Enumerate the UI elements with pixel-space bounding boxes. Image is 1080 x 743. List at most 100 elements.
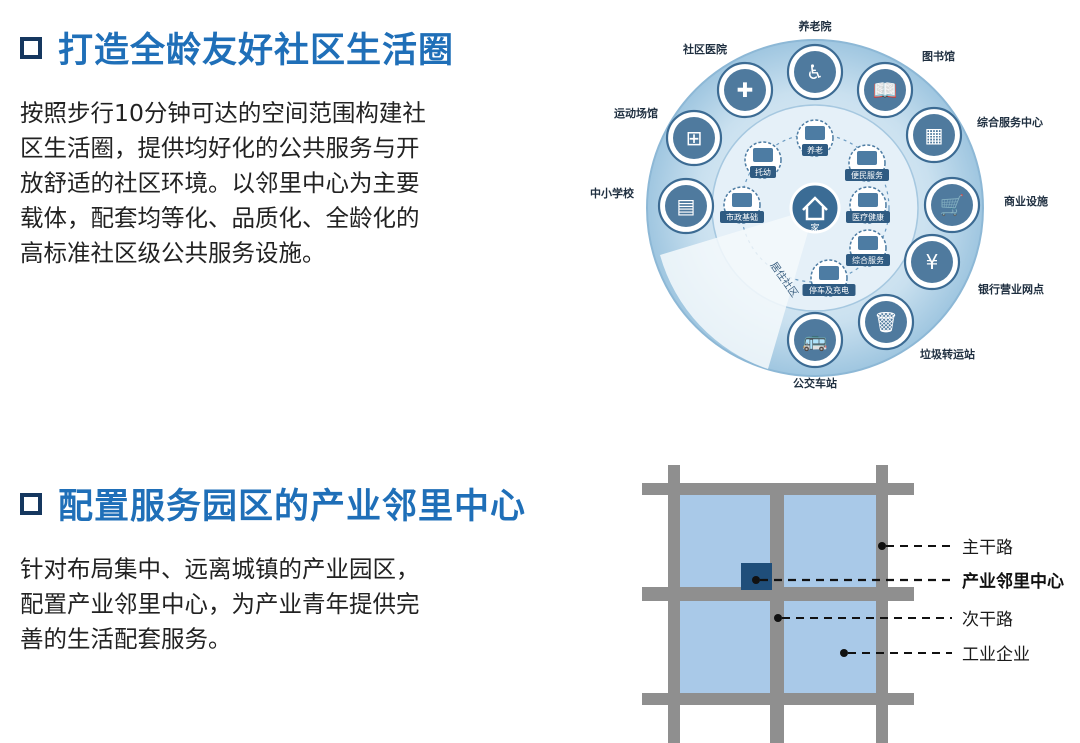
inner-label-tag [802, 144, 828, 156]
block-bottom-left [680, 601, 770, 693]
marker-dot [774, 614, 782, 622]
marker-dot [752, 576, 760, 584]
inner-service-label: 养老 [807, 145, 823, 155]
block-top-left [680, 495, 770, 587]
label-secondary-road: 次干路 [962, 610, 1013, 630]
inner-label-tag [750, 166, 776, 178]
outer-icon-circle [716, 61, 774, 119]
outer-icon-fill [865, 301, 907, 343]
outer-facility-label: 图书馆 [922, 49, 955, 63]
inner-service-icon [858, 193, 878, 207]
main-road-vertical-left [668, 465, 680, 743]
block-bottom-right [784, 601, 876, 693]
center-label: 家 [810, 222, 819, 234]
inner-icon-circle [849, 229, 887, 267]
house-icon [802, 196, 828, 221]
label-industrial-center: 产业邻里中心 [962, 571, 1064, 592]
inner-service-icon [858, 236, 878, 250]
main-road-horizontal-bottom [642, 693, 914, 705]
outer-icon-circle [786, 311, 844, 369]
section-title-text: 配置服务园区的产业邻里中心 [58, 487, 527, 527]
inner-service-label: 综合服务 [852, 255, 884, 265]
inner-service-label: 市政基础 [726, 212, 758, 222]
outer-facility-label: 中小学校 [590, 186, 635, 200]
label-industrial-enterprise: 工业企业 [962, 645, 1030, 665]
paragraph-line: 善的生活配套服务。 [20, 625, 232, 653]
outer-icon-fill [665, 185, 707, 227]
inner-service-label: 托幼 [755, 167, 771, 177]
residential-sector [660, 208, 815, 369]
bus-icon: 🚌 [803, 328, 828, 352]
paragraph-line: 放舒适的社区环境。以邻里中心为主要 [20, 169, 420, 197]
trash-icon: 🗑 [873, 310, 898, 334]
outer-facility-label: 养老院 [798, 19, 832, 33]
sports-field-icon: ⊞ [686, 126, 703, 150]
main-road-vertical-right [876, 465, 888, 743]
outer-circle [646, 39, 984, 377]
inner-icon-circle [796, 119, 834, 157]
inner-label-tag [845, 169, 889, 181]
section-title-text: 打造全龄友好社区生活圈 [58, 31, 455, 71]
label-main-road: 主干路 [962, 538, 1013, 558]
section-paragraph-community: 按照步行10分钟可达的空间范围构建社 区生活圈，提供均好化的公共服务与开 放舒适… [20, 96, 520, 271]
outer-icon-circle [657, 177, 715, 235]
inner-service-label: 停车及充电 [809, 285, 849, 295]
outer-icon-fill [931, 184, 973, 226]
paragraph-line: 高标准社区级公共服务设施。 [20, 239, 326, 267]
inner-dashed-ring [740, 133, 890, 283]
outer-facility-label: 公交车站 [793, 376, 837, 390]
square-bullet-icon [20, 492, 42, 515]
inner-icon-circle [810, 259, 848, 297]
inner-icon-circle [723, 186, 761, 224]
secondary-road-horizontal [642, 587, 914, 601]
outer-icon-circle [857, 293, 915, 351]
home-center-circle [789, 182, 841, 234]
paragraph-line: 针对布局集中、远离城镇的产业园区， [20, 555, 420, 583]
inner-icon-circle [849, 186, 887, 224]
outer-facility-label: 银行营业网点 [978, 282, 1044, 296]
outer-icon-circle [905, 106, 963, 164]
building-icon: ▦ [925, 123, 944, 147]
outer-facility-label: 运动场馆 [614, 106, 658, 120]
inner-label-tag [720, 211, 764, 223]
inner-icon-circle [848, 144, 886, 182]
money-hand-icon: ¥ [926, 250, 939, 274]
paragraph-line: 载体，配套均等化、品质化、全龄化的 [20, 204, 420, 232]
cart-icon: 🛒 [940, 193, 965, 217]
industrial-neighborhood-center [741, 563, 772, 590]
main-road-horizontal-top [642, 483, 914, 495]
outer-icon-circle [856, 61, 914, 119]
outer-icon-circle [786, 43, 844, 101]
section-title-community: 打造全龄友好社区生活圈 [20, 22, 454, 73]
book-icon: 📖 [873, 78, 898, 102]
sector-label: 居住社区 [768, 259, 802, 299]
square-bullet-icon [20, 36, 42, 59]
inner-ring [711, 104, 919, 312]
outer-icon-fill [794, 51, 836, 93]
medical-kit-icon: ✚ [737, 78, 754, 102]
outer-facility-label: 综合服务中心 [977, 115, 1043, 129]
outer-icon-fill [724, 69, 766, 111]
inner-service-icon [805, 126, 825, 140]
outer-icon-circle [923, 176, 981, 234]
marker-dot [840, 649, 848, 657]
inner-label-tag [846, 254, 890, 266]
outer-icon-fill [794, 319, 836, 361]
inner-icon-circle [744, 141, 782, 179]
paragraph-line: 配置产业邻里中心，为产业青年提供完 [20, 590, 420, 618]
outer-icon-fill [673, 117, 715, 159]
secondary-road-vertical [770, 495, 784, 743]
outer-facility-label: 社区医院 [682, 42, 727, 56]
paragraph-line: 按照步行10分钟可达的空间范围构建社 [20, 99, 426, 127]
inner-label-tag [846, 211, 890, 223]
paragraph-line: 区生活圈，提供均好化的公共服务与开 [20, 134, 420, 162]
inner-service-icon [819, 266, 839, 280]
inner-service-icon [753, 148, 773, 162]
marker-dot [878, 542, 886, 550]
inner-service-label: 医疗健康 [852, 212, 884, 222]
section-paragraph-industry: 针对布局集中、远离城镇的产业园区， 配置产业邻里中心，为产业青年提供完 善的生活… [20, 552, 530, 657]
inner-service-label: 便民服务 [851, 170, 883, 180]
outer-icon-circle [665, 109, 723, 167]
inner-service-icon [732, 193, 752, 207]
outer-icon-fill [864, 69, 906, 111]
